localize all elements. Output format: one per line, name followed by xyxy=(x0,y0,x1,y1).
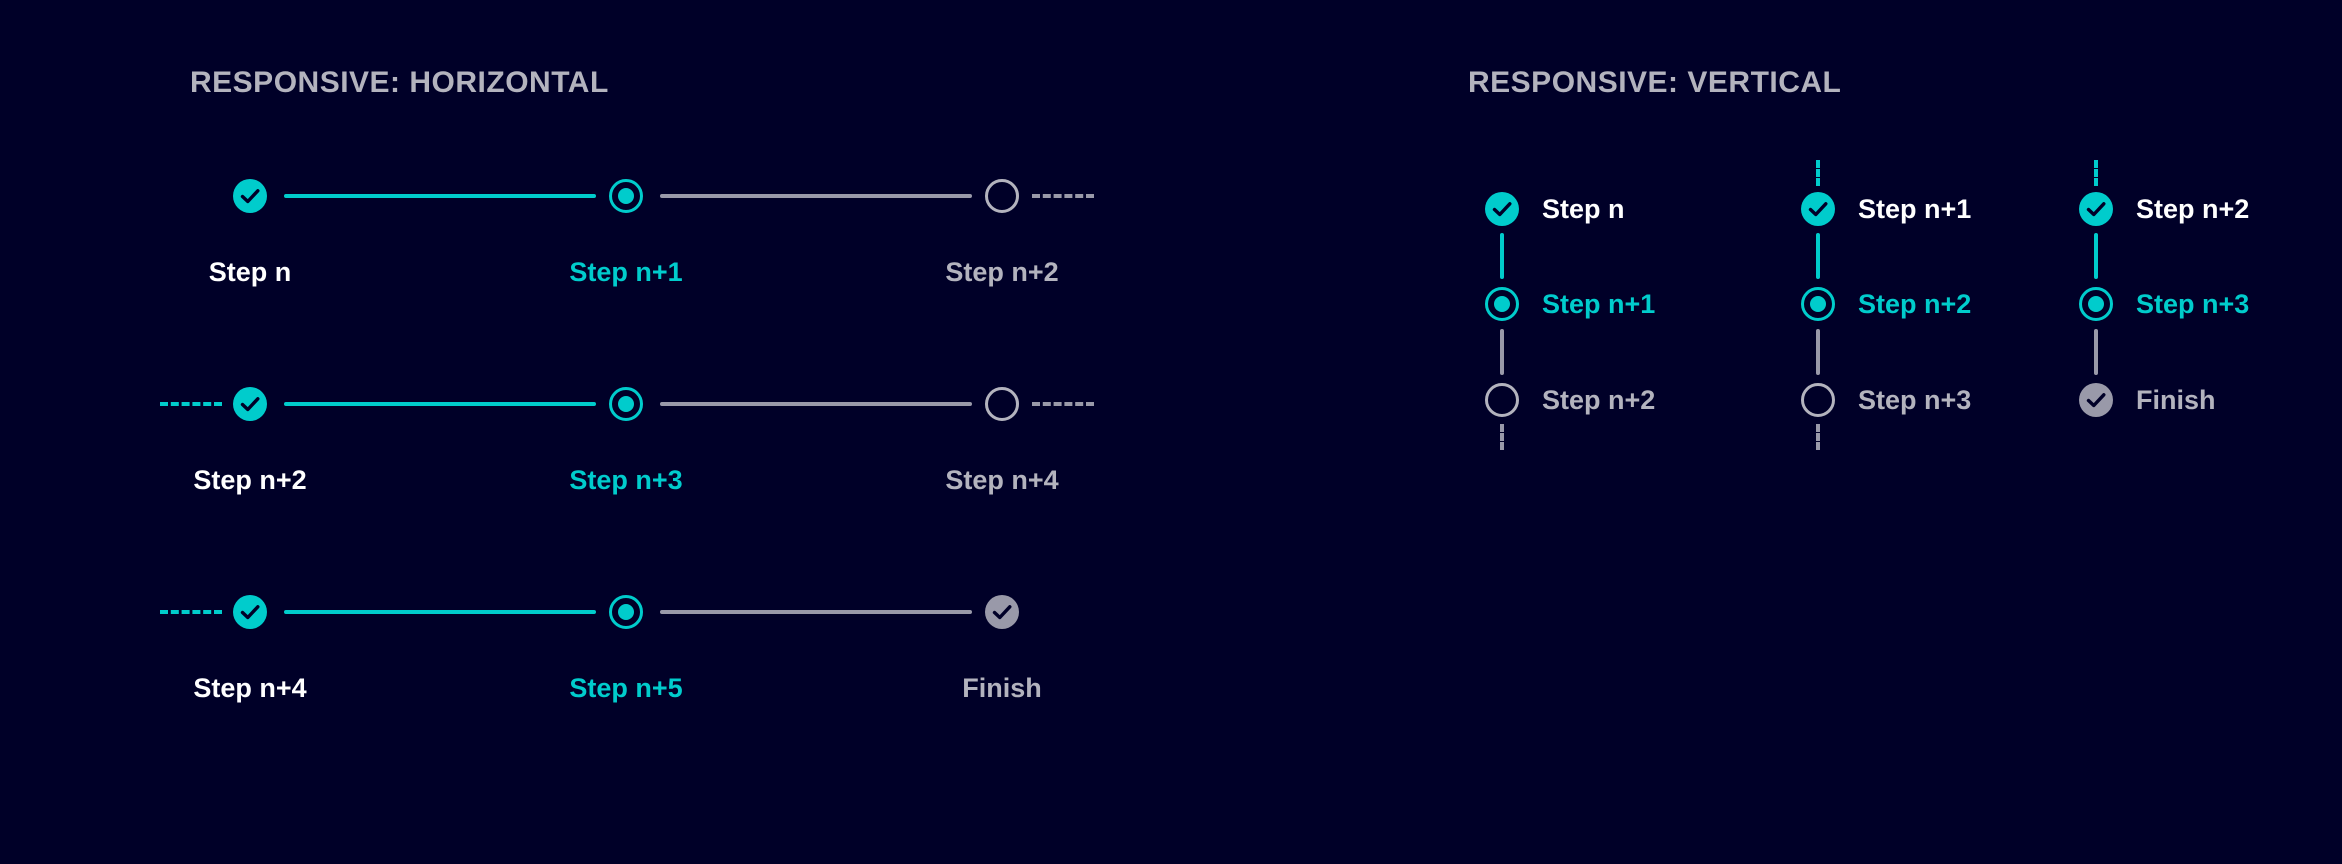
step-label[interactable]: Step n+3 xyxy=(1858,385,1972,415)
connector-pending xyxy=(1816,329,1820,375)
step-active-radio-icon[interactable] xyxy=(608,594,644,630)
step-completed-check-icon[interactable] xyxy=(1800,191,1836,227)
step-pending-circle-icon[interactable] xyxy=(984,386,1020,422)
step-completed-check-icon[interactable] xyxy=(1484,191,1520,227)
step-label[interactable]: Finish xyxy=(962,673,1042,703)
connector-completed xyxy=(284,402,596,406)
connector-lead-in-dashed xyxy=(160,610,222,614)
connector-pending xyxy=(660,610,972,614)
connector-pending xyxy=(660,194,972,198)
step-active-radio-icon[interactable] xyxy=(608,386,644,422)
step-pending-circle-icon[interactable] xyxy=(1484,382,1520,418)
step-finish-check-icon[interactable] xyxy=(984,594,1020,630)
connector-pending xyxy=(1500,329,1504,375)
vertical-stepper-column-1: Step n Step n+1 Step n+2 xyxy=(1484,150,1804,470)
step-label[interactable]: Step n+2 xyxy=(1542,385,1656,415)
step-completed-check-icon[interactable] xyxy=(232,178,268,214)
step-active-radio-icon[interactable] xyxy=(1800,286,1836,322)
step-label[interactable]: Step n+2 xyxy=(1858,289,1972,319)
connector-continues-dashed xyxy=(1500,424,1504,450)
step-pending-circle-icon[interactable] xyxy=(1800,382,1836,418)
connector-lead-in-dashed xyxy=(160,402,222,406)
horizontal-stepper-row-2: Step n+2 Step n+3 Step n+4 xyxy=(0,373,1200,495)
step-label[interactable]: Step n xyxy=(1542,194,1625,224)
connector-lead-in-dashed xyxy=(2094,160,2098,186)
connector-pending xyxy=(2094,329,2098,375)
step-label[interactable]: Step n+3 xyxy=(2136,289,2250,319)
step-label[interactable]: Step n+1 xyxy=(1858,194,1972,224)
vertical-stepper-column-3: Step n+2 Step n+3 Finish xyxy=(2078,150,2342,470)
step-completed-check-icon[interactable] xyxy=(232,594,268,630)
connector-completed xyxy=(284,194,596,198)
step-completed-check-icon[interactable] xyxy=(232,386,268,422)
step-active-radio-icon[interactable] xyxy=(2078,286,2114,322)
step-label[interactable]: Step n+2 xyxy=(2136,194,2250,224)
horizontal-stepper-row-3: Step n+4 Step n+5 Finish xyxy=(0,581,1200,703)
step-label[interactable]: Finish xyxy=(2136,385,2216,415)
step-pending-circle-icon[interactable] xyxy=(984,178,1020,214)
connector-continues-dashed xyxy=(1032,194,1094,198)
connector-continues-dashed xyxy=(1816,424,1820,450)
step-active-radio-icon[interactable] xyxy=(1484,286,1520,322)
connector-continues-dashed xyxy=(1032,402,1094,406)
vertical-section-title: RESPONSIVE: VERTICAL xyxy=(1468,66,1842,99)
step-label[interactable]: Step n+3 xyxy=(569,465,683,495)
step-label[interactable]: Step n+5 xyxy=(569,673,683,703)
connector-lead-in-dashed xyxy=(1816,160,1820,186)
step-label[interactable]: Step n+1 xyxy=(569,257,683,287)
vertical-stepper-column-2: Step n+1 Step n+2 Step n+3 xyxy=(1800,150,2120,470)
connector-completed xyxy=(1500,233,1504,279)
connector-pending xyxy=(660,402,972,406)
connector-completed xyxy=(284,610,596,614)
horizontal-stepper-row-1: Step n Step n+1 Step n+2 xyxy=(0,165,1200,287)
connector-completed xyxy=(2094,233,2098,279)
step-label[interactable]: Step n+2 xyxy=(193,465,307,495)
horizontal-section-title: RESPONSIVE: HORIZONTAL xyxy=(190,66,609,99)
step-label[interactable]: Step n+4 xyxy=(193,673,307,703)
step-completed-check-icon[interactable] xyxy=(2078,191,2114,227)
step-label[interactable]: Step n+4 xyxy=(945,465,1059,495)
step-label[interactable]: Step n+2 xyxy=(945,257,1059,287)
connector-completed xyxy=(1816,233,1820,279)
step-finish-check-icon[interactable] xyxy=(2078,382,2114,418)
step-label[interactable]: Step n xyxy=(208,257,292,287)
step-active-radio-icon[interactable] xyxy=(608,178,644,214)
step-label[interactable]: Step n+1 xyxy=(1542,289,1656,319)
